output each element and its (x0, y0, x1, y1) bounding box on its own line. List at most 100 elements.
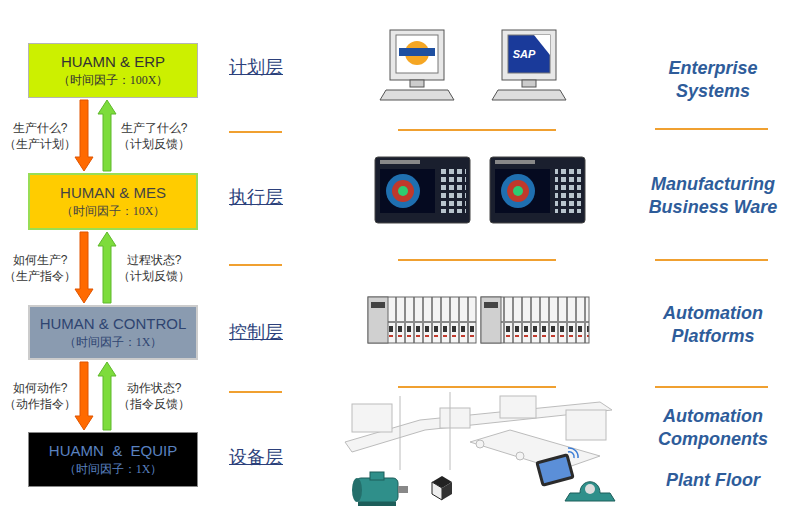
hmi-panel (375, 157, 470, 223)
wireless-icon (568, 448, 578, 458)
flow-label: 生产了什么? （计划反馈） (116, 120, 192, 152)
hmi-panel (501, 174, 535, 208)
motor-icon (352, 472, 408, 506)
separator-lines (229, 264, 282, 266)
layer-box: HUAMN & ERP（时间因子：100X） (28, 43, 198, 98)
hmi-panel (398, 186, 408, 196)
hmi-panel (495, 160, 535, 164)
logo-text: SAP (509, 48, 539, 61)
layer-title: HUMAN & MES (60, 183, 166, 203)
computer-icon (502, 30, 556, 80)
computer-icon (399, 48, 435, 56)
plant-sketch (566, 410, 606, 440)
layer-box: HUMAN & CONTROL（时间因子：1X） (28, 305, 198, 360)
hmi-panel (392, 180, 414, 202)
hmi-panel (507, 180, 529, 202)
plc-rack (481, 297, 501, 343)
plc-rack (371, 302, 385, 308)
plc-rack (368, 297, 476, 343)
time-factor: （时间因子：1X） (64, 461, 163, 478)
separator-lines (398, 129, 556, 131)
plc-rack (481, 297, 589, 343)
computer-icon (380, 90, 454, 100)
flow-arrow (98, 100, 116, 171)
computer-icon (380, 30, 454, 100)
layer-title: HUAMN & ERP (61, 52, 165, 72)
wireless-icon (568, 448, 578, 458)
system-name: Automation Platforms (638, 302, 788, 348)
layer-title: HUAMN & EQUIP (49, 441, 177, 461)
motor-icon (352, 478, 362, 502)
plant-sketch (352, 404, 392, 432)
time-factor: （时间因子：1X） (64, 334, 163, 351)
separator-lines (655, 259, 768, 261)
layer-title: HUMAN & CONTROL (40, 314, 187, 334)
plc-rack (368, 297, 388, 343)
flow-label: 动作状态? （指令反馈） (116, 380, 192, 412)
hmi-panel (490, 157, 585, 223)
computer-icon (522, 80, 536, 87)
separator-lines (398, 386, 556, 388)
plant-sketch (400, 396, 401, 470)
system-name: Manufacturing Business Ware (633, 173, 793, 219)
layer-box: HUAMN & EQUIP（时间因子：1X） (28, 432, 198, 487)
flow-arrow (75, 362, 93, 430)
hmi-panel (380, 160, 420, 164)
separator-lines (229, 131, 282, 133)
bearing-icon (585, 484, 595, 494)
bearing-icon (565, 482, 615, 501)
flow-arrow (98, 362, 116, 430)
plc-rack (484, 302, 498, 308)
hmi-panel (513, 186, 523, 196)
hmi-panel (490, 157, 585, 223)
motor-icon (398, 486, 408, 493)
layer-name: 设备层 (216, 446, 296, 468)
flow-arrow (75, 232, 93, 303)
plant-sketch (345, 392, 612, 470)
separator-lines (398, 259, 556, 261)
sensor-icon (432, 476, 452, 500)
layer-name: 计划层 (216, 56, 296, 78)
hmi-panel (380, 169, 435, 213)
flow-label: 生产什么? （生产计划） (2, 120, 78, 152)
plant-sketch (450, 392, 451, 470)
plant-sketch (345, 402, 612, 452)
separator-lines (229, 391, 282, 393)
computer-icon (492, 30, 566, 100)
separator-lines (655, 128, 768, 130)
plant-sketch (476, 440, 484, 448)
motor-icon (358, 502, 396, 506)
layer-name: 控制层 (216, 321, 296, 343)
tablet-icon (535, 453, 575, 487)
computer-icon (492, 90, 566, 100)
separator-lines (229, 129, 768, 392)
computer-icon (534, 35, 550, 55)
flow-label: 如何动作? （动作指令） (2, 380, 78, 412)
flow-arrow (98, 232, 116, 303)
plant-sketch (516, 452, 524, 460)
layer-box: HUMAN & MES（时间因子：10X） (28, 173, 198, 230)
time-factor: （时间因子：100X） (58, 72, 169, 89)
system-name: Plant Floor (638, 469, 788, 492)
hmi-panel (440, 169, 466, 213)
motor-icon (370, 472, 384, 480)
hmi-panel (555, 169, 581, 213)
plc-rack (481, 297, 589, 343)
system-name: Enterprise Systems (648, 57, 778, 103)
layer-name: 执行层 (216, 186, 296, 208)
tablet-icon (539, 457, 571, 484)
hmi-panel (495, 169, 550, 213)
computer-icon (508, 35, 550, 73)
hmi-panel (386, 174, 420, 208)
computer-icon (396, 35, 438, 73)
flow-arrow (75, 100, 93, 171)
plant-sketch (500, 396, 536, 418)
flow-label: 如何生产? （生产指令） (2, 252, 78, 284)
bearing-icon (565, 482, 615, 501)
plant-sketch (440, 408, 470, 428)
computer-icon (390, 30, 444, 80)
computer-icon (410, 80, 424, 87)
sensor-icon (442, 482, 452, 500)
plc-rack (368, 297, 476, 343)
